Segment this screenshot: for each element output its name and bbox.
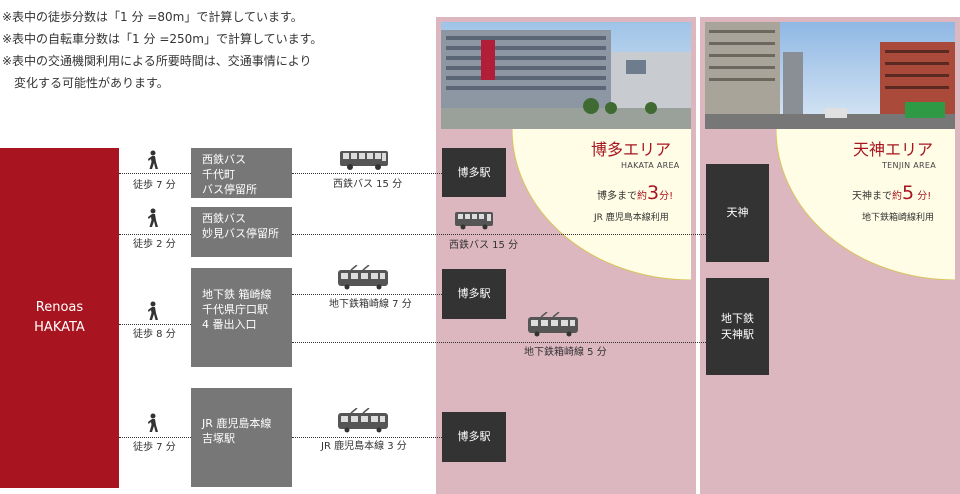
origin-renoas-hakata: Renoas HAKATA (0, 148, 119, 488)
origin-line2: HAKATA (34, 320, 85, 335)
walk-label-2: 徒歩 2 分 (133, 239, 176, 250)
walk-label-4: 徒歩 7 分 (133, 442, 176, 453)
walk-label-3: 徒歩 8 分 (133, 329, 176, 340)
stop-2-line2: 妙見バス停留所 (202, 227, 279, 240)
hakata-area-card (512, 129, 691, 280)
connector-route-2 (292, 234, 706, 235)
stop-4-line1: JR 鹿児島本線 (202, 417, 272, 430)
bus-icon (454, 211, 494, 235)
tenjin-area-subtitle: TENJIN AREA (882, 161, 937, 170)
connector-route-4 (292, 342, 706, 343)
stop-3-line1: 地下鉄 箱崎線 (202, 288, 272, 301)
hakata-area-line: JR 鹿児島本線利用 (594, 213, 669, 223)
connector-walk-1 (119, 173, 191, 174)
route-label-jr: JR 鹿児島本線 3 分 (321, 441, 407, 452)
hakata-time-prefix: 博多まで (597, 191, 637, 202)
train-icon (337, 407, 389, 438)
dest-hakata-station-3: 博多駅 (442, 412, 506, 462)
stop-3-line2: 千代県庁口駅 (202, 303, 268, 316)
train-icon (337, 264, 389, 295)
walk-label-1: 徒歩 7 分 (133, 180, 176, 191)
tenjin-time-suffix: 分! (914, 191, 932, 202)
origin-line1: Renoas (35, 300, 84, 315)
stop-4-line2: 吉塚駅 (202, 432, 235, 445)
note-traffic-cont: 変化する可能性があります。 (14, 76, 169, 90)
route-label-subway-2: 地下鉄箱崎線 5 分 (524, 347, 607, 358)
stop-1-line3: バス停留所 (202, 183, 257, 196)
tenjin-time-prefix: 天神まで (852, 191, 892, 202)
stop-2-line1: 西鉄バス (202, 212, 246, 225)
route-label-bus-2: 西鉄バス 15 分 (449, 240, 519, 251)
bus-icon (339, 150, 389, 176)
tenjin-area-card (776, 129, 955, 280)
tenjin-area-title: 天神エリア (853, 140, 934, 159)
note-traffic: ※表中の交通機関利用による所要時間は、交通事情により (2, 54, 312, 68)
dest-hakata-station-1: 博多駅 (442, 148, 506, 197)
dest-tenjin-subway: 地下鉄 天神駅 (706, 278, 769, 375)
connector-walk-4 (119, 437, 191, 438)
connector-route-5 (292, 437, 442, 438)
route-label-subway-1: 地下鉄箱崎線 7 分 (329, 299, 412, 310)
walker-icon (147, 208, 159, 232)
connector-walk-2 (119, 234, 191, 235)
stop-1-line2: 千代町 (202, 168, 235, 181)
hakata-station-photo (441, 22, 691, 129)
route-label-bus-1: 西鉄バス 15 分 (333, 179, 403, 190)
dest-tenjin-subway-line2: 天神駅 (721, 327, 754, 341)
connector-walk-3 (119, 324, 191, 325)
hakata-area-title: 博多エリア (591, 140, 672, 159)
stop-chiyo-kenchoguchi: 地下鉄 箱崎線 千代県庁口駅 4 番出入口 (191, 268, 292, 367)
connector-route-3 (292, 294, 442, 295)
dest-hakata-station-2: 博多駅 (442, 269, 506, 319)
dest-tenjin-subway-line1: 地下鉄 (721, 311, 754, 325)
tenjin-time-approx: 約 (892, 191, 902, 202)
stop-yoshizuka: JR 鹿児島本線 吉塚駅 (191, 388, 292, 487)
hakata-area-time: 博多まで約3分! (597, 182, 673, 204)
walker-icon (147, 413, 159, 437)
note-walk: ※表中の徒歩分数は「1 分 =80m」で計算しています。 (2, 10, 303, 24)
walker-icon (147, 150, 159, 174)
connector-route-1 (292, 173, 442, 174)
stop-1-line1: 西鉄バス (202, 153, 246, 166)
hakata-time-num: 3 (647, 182, 660, 204)
note-bicycle: ※表中の自転車分数は「1 分 =250m」で計算しています。 (2, 32, 323, 46)
train-icon (527, 311, 579, 342)
hakata-area-subtitle: HAKATA AREA (621, 161, 680, 170)
tenjin-time-num: 5 (902, 182, 915, 204)
stop-3-line3: 4 番出入口 (202, 318, 257, 331)
tenjin-area-time: 天神まで約5 分! (852, 182, 931, 204)
notes: ※表中の徒歩分数は「1 分 =80m」で計算しています。 ※表中の自転車分数は「… (2, 6, 322, 94)
hakata-time-suffix: 分! (659, 191, 674, 202)
walker-icon (147, 301, 159, 325)
stop-myoken-bus: 西鉄バス 妙見バス停留所 (191, 207, 292, 257)
stop-chiyomachi-bus: 西鉄バス 千代町 バス停留所 (191, 148, 292, 198)
dest-tenjin: 天神 (706, 164, 769, 262)
hakata-time-approx: 約 (637, 191, 647, 202)
tenjin-street-photo (705, 22, 955, 129)
tenjin-area-line: 地下鉄箱崎線利用 (862, 213, 935, 223)
